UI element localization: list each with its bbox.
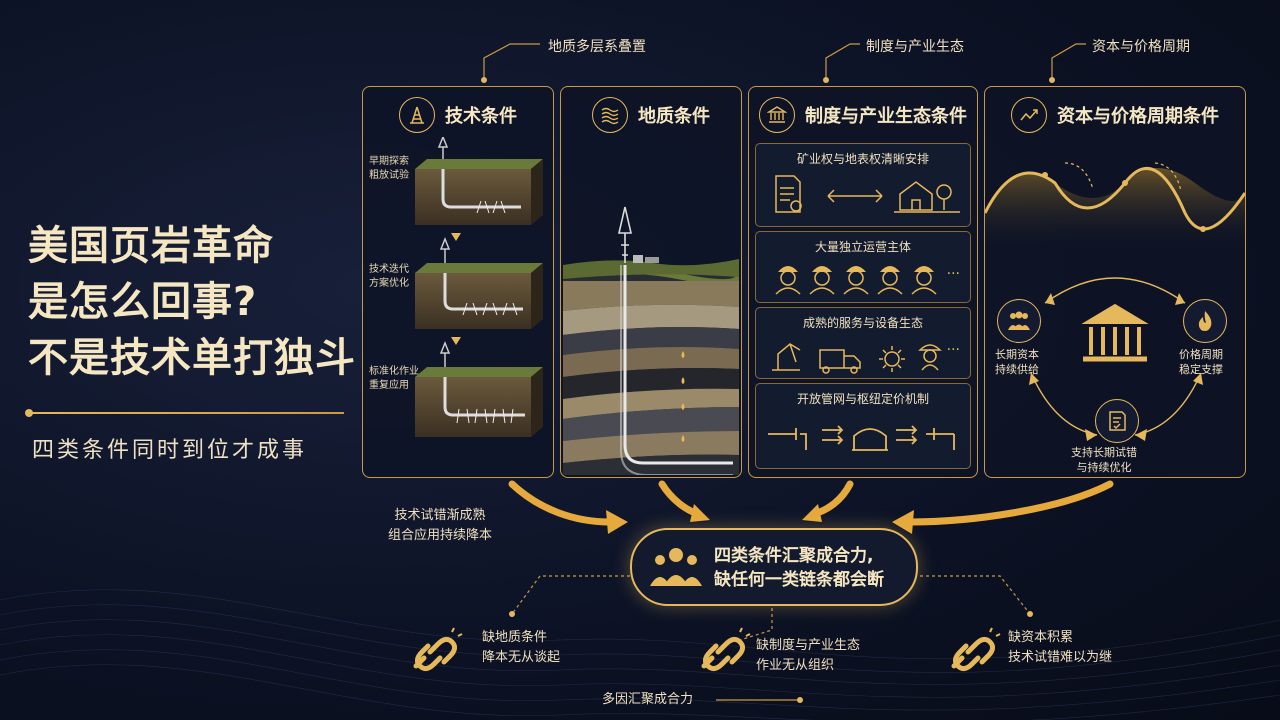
tech-stage-blocks-illustration <box>415 137 543 437</box>
inst-box-pipeline-title: 开放管网与枢纽定价机制 <box>796 392 929 406</box>
center-text: 四类条件汇聚成合力,缺任何一类链条都会断 <box>714 546 884 590</box>
title-line-3: 不是技术单打独斗 <box>28 335 356 381</box>
cycle-arrow-top <box>1044 277 1186 304</box>
workers-icon-row <box>775 266 937 295</box>
pipe-valve-icon <box>768 428 807 450</box>
worker-helmet-icon <box>918 344 942 371</box>
panel-institution: 制度与产业生态条件 矿业权与地表权清晰安排 大量独立运营主体 ··· <box>748 86 978 478</box>
pipeline-hub-illustration <box>768 425 955 451</box>
title-line-2: 是怎么回事? <box>28 279 258 325</box>
geology-cross-section-illustration <box>563 206 739 475</box>
tech-stage-3-label: 标准化作业重复应用 <box>369 366 419 391</box>
inst-box-rights-title: 矿业权与地表权清晰安排 <box>796 152 929 166</box>
tag-institution: 制度与产业生态 <box>866 39 964 55</box>
trend-line-icon <box>1011 97 1047 133</box>
panel-tech-title: 技术条件 <box>445 106 517 127</box>
people-group-icon <box>997 299 1041 343</box>
title-divider <box>25 409 344 417</box>
team-group-icon <box>650 548 702 586</box>
broken-chain-icon <box>413 627 463 672</box>
missing-capital: 缺资本积累技术试错难以为继 <box>1008 630 1113 665</box>
panel-cap-header: 资本与价格周期条件 <box>985 95 1245 135</box>
inst-box-services-title: 成熟的服务与设备生态 <box>802 316 923 330</box>
tag-capital: 资本与价格周期 <box>1092 39 1190 55</box>
panel-geology: 地质条件 <box>560 86 742 478</box>
storage-tank-icon <box>852 428 888 451</box>
panel-inst-header: 制度与产业生态条件 <box>749 95 977 135</box>
drilling-rig-icon <box>399 97 435 133</box>
inst-box-pipeline: 开放管网与枢纽定价机制 <box>755 383 971 469</box>
inst-box-rights: 矿业权与地表权清晰安排 <box>755 143 971 227</box>
title-line-1: 美国页岩革命 <box>28 223 274 269</box>
capital-cycle-illustration <box>985 162 1245 441</box>
truck-icon <box>819 349 861 369</box>
inst-box-operators-title: 大量独立运营主体 <box>814 240 911 254</box>
tag-geology: 地质多层系叠置 <box>548 39 646 55</box>
broken-chain-icon <box>951 627 1001 672</box>
double-arrow-icon <box>827 189 883 203</box>
pumpjack-icon <box>772 343 801 371</box>
institution-building-icon <box>759 97 795 133</box>
checklist-icon <box>1095 399 1139 443</box>
tech-stage-2-label: 技术迭代方案优化 <box>369 264 409 289</box>
panel-inst-title: 制度与产业生态条件 <box>805 106 967 127</box>
strata-layers-icon <box>592 97 628 133</box>
label-long-term-capital: 长期资本持续供给 <box>995 348 1039 376</box>
services-ellipsis: ··· <box>946 342 960 358</box>
house-icon <box>899 181 933 211</box>
center-convergence-box: 四类条件汇聚成合力,缺任何一类链条都会断 <box>630 528 918 606</box>
missing-geology: 缺地质条件降本无从谈起 <box>482 630 561 665</box>
panel-geo-header: 地质条件 <box>561 95 741 135</box>
tech-maturity-note: 技术试错渐成熟组合应用持续降本 <box>388 508 493 543</box>
flame-icon <box>1183 299 1227 343</box>
main-title-block: 美国页岩革命 是怎么回事? 不是技术单打独斗 四类条件同时到位才成事 <box>25 218 358 463</box>
label-price-cycle: 价格周期稳定支撑 <box>1179 348 1223 376</box>
panel-tech-header: 技术条件 <box>363 95 553 135</box>
inst-box-operators: 大量独立运营主体 ··· <box>755 231 971 303</box>
tech-stage-1-label: 早期探索粗放试验 <box>369 156 409 181</box>
panel-technology: 技术条件 早期探索粗放试验 技术迭代方案优化 标准化作业重复应用 <box>362 86 554 478</box>
subtitle: 四类条件同时到位才成事 <box>32 438 308 463</box>
operators-ellipsis: ··· <box>946 266 960 282</box>
panel-geo-title: 地质条件 <box>638 106 710 127</box>
panel-capital: 资本与价格周期条件 长期资本持续供给 价格周期稳 <box>984 86 1246 478</box>
document-icon <box>775 175 801 213</box>
missing-institution: 缺制度与产业生态作业无从组织 <box>756 638 861 673</box>
label-trial-error: 支持长期试错与持续优化 <box>1071 446 1137 474</box>
broken-chain-icon <box>701 627 751 672</box>
panel-cap-title: 资本与价格周期条件 <box>1057 106 1219 127</box>
gear-icon <box>884 351 900 367</box>
central-bank-icon <box>1081 303 1149 362</box>
bottom-tag: 多因汇聚成合力 <box>602 692 694 707</box>
inst-box-services: 成熟的服务与设备生态 ··· <box>755 307 971 379</box>
